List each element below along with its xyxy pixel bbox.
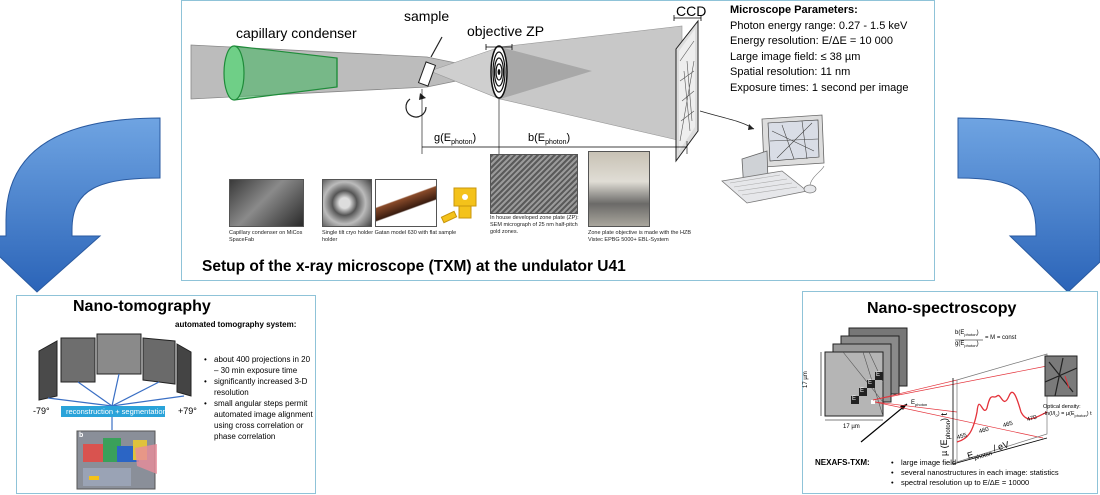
formula-denominator: g(Ephoton) [955, 341, 979, 349]
recon-bar [61, 406, 165, 417]
tomography-title: Nano-tomography [73, 298, 211, 315]
spectroscopy-title: Nano-spectroscopy [867, 300, 1017, 317]
sample-holder [405, 36, 443, 118]
params-title: Microscope Parameters: [730, 4, 858, 16]
spectroscopy-bullet: spectral resolution up to E/ΔE = 10000 [891, 478, 1091, 488]
scale-y: 17 µm [803, 371, 809, 388]
setup-panel: capillary condenser sample objective ZP … [181, 0, 935, 281]
e-axis-label: Ephoton [911, 400, 928, 408]
ccd-plate [673, 15, 702, 163]
holder-caption: Single tilt cryo holder Gatan model 630 … [322, 230, 457, 243]
param-energy-resolution: Energy resolution: E/ΔE = 10 000 [730, 35, 893, 48]
nano-spectroscopy-panel: Nano-spectroscopy [802, 291, 1098, 494]
zone-plate-caption: In house developed zone plate (ZP): SEM … [490, 215, 579, 235]
ebl-system-photo [588, 151, 650, 227]
ccd-label: CCD [676, 3, 707, 19]
nano-tomography-panel: Nano-tomography automated tomography sys… [16, 295, 316, 494]
frame-label: E [860, 388, 865, 394]
inset-letter: b [79, 432, 84, 439]
tomography-bullet: small angular steps permit automated ima… [204, 398, 314, 442]
tomography-bullet: about 400 projections in 20 – 30 min exp… [204, 354, 314, 376]
tomography-bullets: about 400 projections in 20 – 30 min exp… [204, 354, 314, 442]
formula-rhs: = M = const [985, 335, 1017, 341]
condenser-photo [229, 179, 304, 227]
microscope-parameters: Microscope Parameters: Photon energy ran… [730, 3, 909, 97]
frame-label: E [876, 372, 881, 378]
capillary-label: capillary condenser [236, 25, 357, 41]
param-energy-range: Photon energy range: 0.27 - 1.5 keV [730, 19, 908, 32]
sample-holder-photo [375, 179, 437, 227]
formula-numerator: b(Ephoton) [955, 330, 979, 338]
holder-diagram [440, 187, 477, 224]
image-stack [824, 327, 908, 417]
frame-label: E [852, 396, 857, 402]
frame-label: E [868, 380, 873, 386]
param-spatial-resolution: Spatial resolution: 11 nm [730, 66, 851, 79]
spectrum-curve [956, 391, 1048, 443]
left-curved-arrow [0, 117, 161, 293]
objective-label: objective ZP [467, 23, 545, 39]
spectroscopy-bullet: several nanostructures in each image: st… [891, 468, 1091, 478]
condenser-ellipse [223, 45, 245, 101]
scale-x: 17 µm [843, 424, 860, 430]
spectroscopy-bullets: large image field several nanostructures… [891, 458, 1091, 488]
beam-diagram [190, 15, 825, 204]
b-distance-label: b(Ephoton) [528, 132, 571, 147]
tomography-bullet: significantly increased 3-D resolution [204, 376, 314, 398]
spectroscopy-bullet: large image field [891, 458, 1091, 468]
angle-min: -79° [33, 406, 50, 416]
sample-label: sample [404, 8, 450, 24]
cryo-holder-photo [322, 179, 372, 227]
right-curved-arrow [957, 117, 1100, 293]
projection-images [38, 333, 192, 401]
nexafs-label: NEXAFS-TXM: [815, 458, 870, 467]
tomography-subtitle: automated tomography system: [175, 320, 297, 329]
param-image-field: Large image field: ≤ 38 µm [730, 50, 861, 63]
computer-illustration [721, 114, 825, 204]
objective-caption: Zone plate objective is made with the HZ… [588, 230, 692, 243]
y-axis-label: µ (Ephoton) t [939, 412, 952, 456]
optical-density-caption: Optical density: -ln(I/I0) = µ(Ephoton) … [1043, 404, 1092, 419]
zone-plate-sem-photo [490, 154, 578, 214]
zone-plate [490, 45, 508, 99]
angle-max: +79° [178, 406, 197, 416]
recon-label: reconstruction + segmentation [66, 407, 167, 416]
condenser-caption: Capillary condenser on MiCos SpaceFab [229, 230, 303, 243]
tomography-diagram [38, 333, 192, 490]
param-exposure-times: Exposure times: 1 second per image [730, 81, 909, 94]
setup-title: Setup of the x-ray microscope (TXM) at t… [202, 258, 626, 275]
g-distance-label: g(Ephoton) [434, 132, 477, 147]
